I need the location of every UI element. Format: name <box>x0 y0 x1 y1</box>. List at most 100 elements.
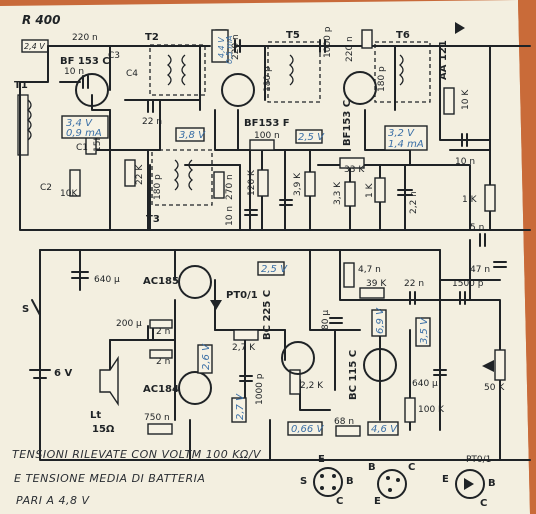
r-3-3k <box>344 181 356 207</box>
svg-text:E: E <box>442 474 449 485</box>
switch-label: S <box>22 304 29 315</box>
svg-text:1,4 mA: 1,4 mA <box>388 139 424 150</box>
speaker-imp: 15Ω <box>92 424 115 435</box>
r-10k <box>69 169 81 197</box>
t1-label: T1 <box>14 80 28 91</box>
svg-text:22 n: 22 n <box>404 279 424 289</box>
svg-text:10 n: 10 n <box>225 206 235 226</box>
ac185-transistor <box>178 265 212 299</box>
svg-text:6,9 V: 6,9 V <box>375 307 386 334</box>
svg-text:220 n: 220 n <box>345 36 355 62</box>
svg-text:180 p: 180 p <box>377 66 387 92</box>
svg-text:C: C <box>336 496 343 507</box>
r-120k <box>257 169 269 197</box>
transformers: T1 T2 T3 T5 T6 180 p 180 p 180 p C3 C4 C… <box>14 30 431 225</box>
t6-label: T6 <box>396 30 410 41</box>
svg-text:120 K: 120 K <box>247 169 257 196</box>
svg-text:2,2 n: 2,2 n <box>409 191 419 214</box>
t3-transistor <box>343 71 377 105</box>
pinout-2: B C E <box>368 462 415 507</box>
t2-name: BF153 F <box>244 118 290 129</box>
svg-text:C1: C1 <box>76 143 88 153</box>
svg-text:2,6 V: 2,6 V <box>201 343 212 370</box>
svg-text:750 n: 750 n <box>144 413 170 423</box>
ac184-name: AC184 <box>143 384 179 395</box>
svg-text:B: B <box>346 476 354 487</box>
svg-text:47 n: 47 n <box>470 265 490 275</box>
svg-text:2,5 V: 2,5 V <box>261 264 288 275</box>
t2-label: T2 <box>145 32 159 43</box>
t1-transistor <box>75 73 109 107</box>
svg-text:0,9 mA: 0,9 mA <box>66 128 102 139</box>
svg-text:PT0/1: PT0/1 <box>466 455 491 465</box>
svg-text:2 n: 2 n <box>156 357 170 367</box>
c-10n-right: 10 n <box>455 157 475 167</box>
audio-voltage-tags: 2,5 V 2,6 V 2,7 V 6,9 V 3,5 V 0,66 V 4,6… <box>197 261 431 436</box>
svg-text:3,8 V: 3,8 V <box>179 130 206 141</box>
svg-text:3,9 K: 3,9 K <box>293 172 303 196</box>
t1-name: BF 153 C <box>60 56 110 67</box>
ac185-name: AC185 <box>143 276 179 287</box>
switch-s <box>31 299 41 316</box>
svg-text:B: B <box>368 462 376 473</box>
footer-line1: TENSIONI RILEVATE CON VOLTM 100 KΩ/V <box>12 448 262 461</box>
svg-text:4,6 V: 4,6 V <box>371 424 398 435</box>
r-22k <box>124 159 136 187</box>
svg-text:0,66 V: 0,66 V <box>291 424 324 435</box>
audio-components: 640 μ S 6 V Lt 15Ω 200 μ 2 n 2 n 2,7 K 1… <box>22 223 507 437</box>
svg-text:80 μ: 80 μ <box>321 310 331 330</box>
c-22n: 22 n <box>142 117 162 127</box>
svg-text:1000 p: 1000 p <box>255 373 265 405</box>
svg-text:1 K: 1 K <box>462 195 478 205</box>
c-10n-top: 10 n <box>64 67 84 77</box>
rf-transistors: BF 153 C BF153 F BF153 C AA 121 <box>60 22 465 146</box>
pinout-1: E B C S <box>300 454 354 507</box>
svg-text:2,2 K: 2,2 K <box>300 381 324 391</box>
t3-label: T3 <box>146 214 160 225</box>
svg-text:33 K: 33 K <box>344 165 365 175</box>
svg-text:C4: C4 <box>126 69 138 79</box>
bc225-name: BC 225 C <box>262 290 273 340</box>
r-220-t3 <box>361 29 373 49</box>
r-10k-aa <box>443 87 455 115</box>
bc115-name: BC 115 C <box>348 350 359 400</box>
svg-text:2,5 V: 2,5 V <box>298 132 325 143</box>
svg-text:3,5 V: 3,5 V <box>419 317 430 344</box>
svg-text:68 n: 68 n <box>334 417 354 427</box>
svg-text:180 p: 180 p <box>263 66 273 92</box>
svg-text:3,2 V: 3,2 V <box>388 128 415 139</box>
svg-text:2 n: 2 n <box>156 327 170 337</box>
svg-text:100 K: 100 K <box>418 405 445 415</box>
svg-text:10K: 10K <box>60 189 78 199</box>
svg-text:640 μ: 640 μ <box>412 379 438 389</box>
bc115-transistor <box>363 348 397 382</box>
svg-text:3,4 V: 3,4 V <box>66 118 93 129</box>
bc225-transistor <box>281 341 315 375</box>
footer-notes: TENSIONI RILEVATE CON VOLTM 100 KΩ/V E T… <box>12 448 262 507</box>
svg-text:39 K: 39 K <box>366 279 387 289</box>
svg-text:C: C <box>408 462 415 473</box>
pto-diode <box>210 300 222 310</box>
svg-text:270 n: 270 n <box>225 174 235 200</box>
svg-text:B: B <box>488 478 496 489</box>
diode-aa-label: AA 121 <box>438 40 449 80</box>
svg-text:50 K: 50 K <box>484 383 505 393</box>
r-270 <box>213 171 225 199</box>
svg-text:10 K: 10 K <box>461 89 471 110</box>
footer-line3: PARI A 4,8 V <box>16 494 91 507</box>
svg-text:200 μ: 200 μ <box>116 319 142 329</box>
svg-text:E: E <box>318 454 325 465</box>
footer-line2: E TENSIONE MEDIA DI BATTERIA <box>14 472 205 485</box>
diode-aa <box>455 22 465 34</box>
svg-text:100 n: 100 n <box>254 131 280 141</box>
ac184-transistor <box>178 371 212 405</box>
speaker-icon <box>99 355 119 407</box>
svg-text:220 n: 220 n <box>231 34 241 60</box>
pot-50k <box>494 349 506 381</box>
svg-text:3,3 K: 3,3 K <box>333 181 343 205</box>
svg-text:1500 p: 1500 p <box>452 279 484 289</box>
r-1k <box>374 177 386 203</box>
svg-text:22 K: 22 K <box>135 164 145 185</box>
svg-text:4,4 V: 4,4 V <box>217 37 226 58</box>
svg-text:4,7 n: 4,7 n <box>358 265 381 275</box>
